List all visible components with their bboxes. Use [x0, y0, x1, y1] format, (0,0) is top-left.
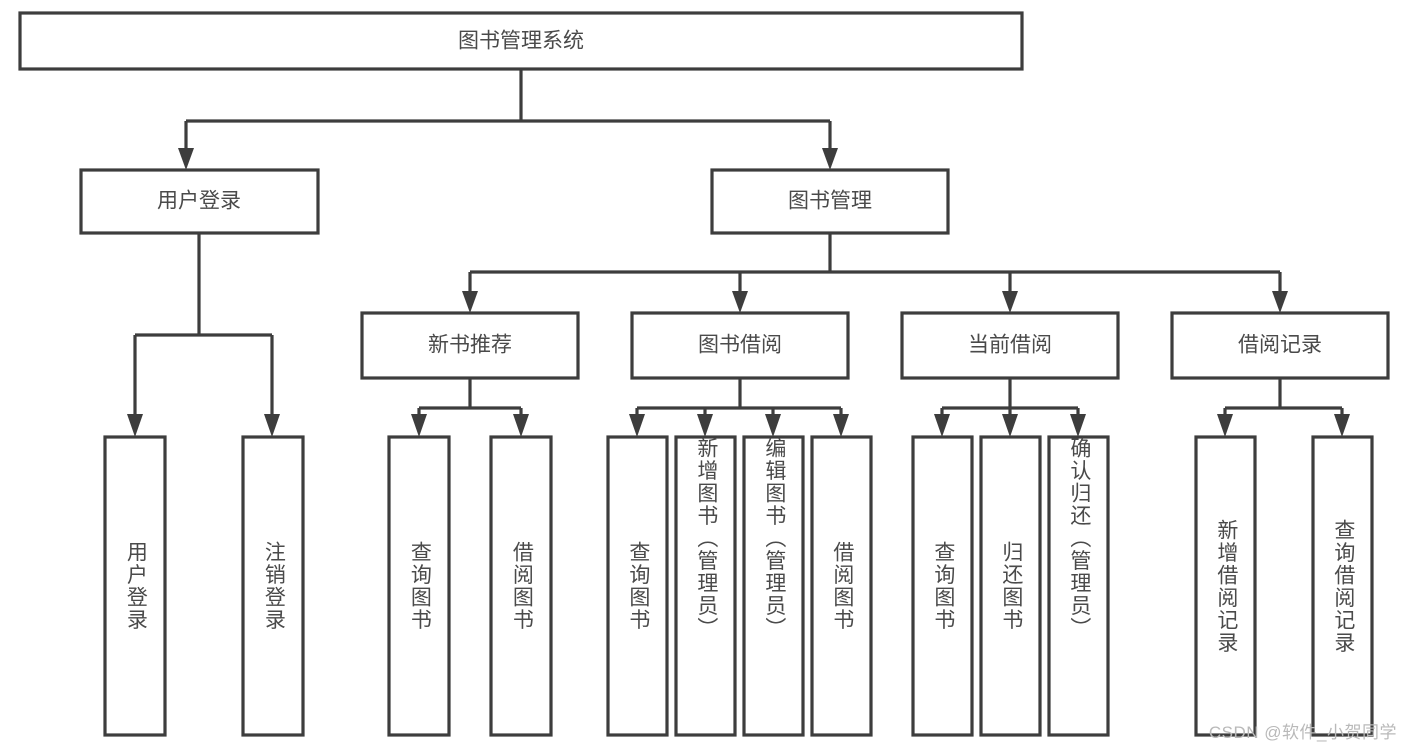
- leaf-box-user-login-1[interactable]: [241, 435, 305, 737]
- leaf-box-current-borrow-2[interactable]: [1047, 435, 1110, 737]
- csdn-watermark: CSDN @软件_小贺同学: [1208, 723, 1397, 742]
- node-new-book-recommend-label: 新书推荐: [428, 334, 512, 357]
- node-book-borrow[interactable]: 图书借阅: [630, 311, 850, 380]
- leaf-box-book-borrow-0[interactable]: [606, 435, 669, 737]
- connector-bookborrow-to-leaves: [629, 378, 849, 437]
- node-root[interactable]: 图书管理系统: [18, 11, 1024, 71]
- node-new-book-recommend[interactable]: 新书推荐: [360, 311, 580, 380]
- node-user-login[interactable]: 用户登录: [79, 168, 320, 235]
- node-borrow-record[interactable]: 借阅记录: [1170, 311, 1390, 380]
- connector-borrowrecord-to-leaves: [1217, 378, 1350, 437]
- connector-bookmgmt-to-level2: [462, 233, 1288, 313]
- leaf-box-book-borrow-2[interactable]: [742, 435, 805, 737]
- leaf-box-borrow-record-0[interactable]: [1194, 435, 1257, 737]
- connector-newbook-to-leaves: [411, 378, 529, 437]
- leaf-box-current-borrow-0[interactable]: [911, 435, 974, 737]
- node-book-management[interactable]: 图书管理: [710, 168, 950, 235]
- node-root-label: 图书管理系统: [458, 30, 584, 53]
- leaf-box-current-borrow-1[interactable]: [979, 435, 1042, 737]
- node-user-login-label: 用户登录: [157, 190, 241, 213]
- leaf-box-book-borrow-1[interactable]: [674, 435, 737, 737]
- node-borrow-record-label: 借阅记录: [1238, 334, 1322, 357]
- connector-root-to-level1: [178, 69, 838, 170]
- node-current-borrow-label: 当前借阅: [968, 334, 1052, 357]
- leaf-box-book-borrow-3[interactable]: [810, 435, 873, 737]
- node-book-management-label: 图书管理: [788, 190, 872, 213]
- connector-userlogin-to-leaves: [127, 233, 280, 437]
- leaf-box-user-login-0[interactable]: [103, 435, 167, 737]
- node-current-borrow[interactable]: 当前借阅: [900, 311, 1120, 380]
- node-book-borrow-label: 图书借阅: [698, 334, 782, 357]
- connector-currentborrow-to-leaves: [934, 378, 1086, 437]
- leaf-box-borrow-record-1[interactable]: [1311, 435, 1374, 737]
- leaf-box-new-book-1[interactable]: [489, 435, 553, 737]
- leaf-box-new-book-0[interactable]: [387, 435, 451, 737]
